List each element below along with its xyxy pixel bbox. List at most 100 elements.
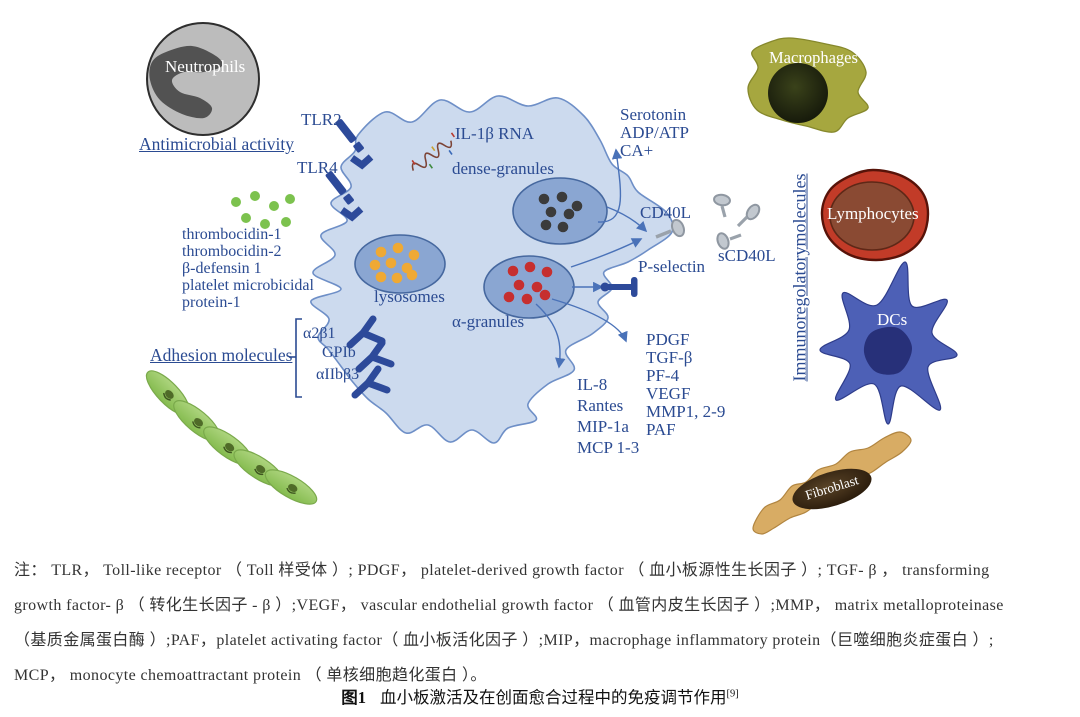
- granule-dot: [269, 201, 279, 211]
- chemokine-item: IL-8: [577, 375, 608, 394]
- granule-dot: [391, 272, 403, 284]
- p-selectin-pin-icon: [600, 277, 638, 297]
- dc-nucleus: [863, 326, 913, 375]
- lymphocytes-label: Lymphocytes: [827, 204, 919, 223]
- scd40l-label: sCD40L: [718, 246, 776, 265]
- macrophage-cell: [747, 37, 869, 133]
- granule-dot: [541, 266, 553, 278]
- granule-dot: [260, 219, 270, 229]
- tlr4-receptor-icon: [325, 171, 364, 222]
- lymphocyte-nucleus: [829, 181, 915, 251]
- note-line: 注： TLR， Toll-like receptor （ Toll 样受体 ）;…: [14, 562, 990, 579]
- adhesion-receptor-icons: [346, 315, 395, 399]
- growth-factor-item: PF-4: [646, 366, 680, 385]
- chemokine-item: MCP 1-3: [577, 438, 640, 457]
- lysosomes-organelle: [354, 234, 446, 294]
- aiibb3-label: αIIbβ3: [316, 366, 360, 383]
- granule-dot: [539, 289, 551, 301]
- growth-factor-item: TGF-β: [646, 348, 693, 367]
- a2b1-label: α2β1: [303, 325, 336, 342]
- granule-dot: [513, 279, 525, 291]
- growth-factor-item: PDGF: [646, 330, 690, 349]
- lysosomes-label: lysosomes: [374, 287, 445, 306]
- neutrophil-nucleus: [149, 45, 223, 119]
- granule-dot: [375, 271, 387, 283]
- granule-dot: [406, 269, 418, 281]
- note-line: MCP， monocyte chemoattractant protein （ …: [14, 667, 487, 684]
- adhesion-bracket: [289, 318, 302, 398]
- release-item: Serotonin: [620, 105, 687, 124]
- tlr2-label: TLR2: [301, 110, 342, 129]
- neutrophil-cell: [146, 22, 260, 136]
- tlr4-label: TLR4: [297, 158, 338, 177]
- macrophage-nucleus: [768, 63, 828, 123]
- granule-dot: [392, 242, 404, 254]
- granule-dot: [521, 293, 533, 305]
- il1b-rna-label: IL-1β RNA: [455, 124, 534, 143]
- neutrophils-label: Neutrophils: [165, 57, 246, 76]
- granule-dot: [408, 249, 420, 261]
- dcs-label: DCs: [877, 310, 908, 329]
- chemokine-item: Rantes: [577, 396, 624, 415]
- fibroblast-cell: [752, 431, 912, 535]
- granule-dot: [507, 265, 519, 277]
- chemokines-list: IL-8 Rantes MIP-1a MCP 1-3: [577, 374, 639, 458]
- granule-dot: [503, 291, 515, 303]
- adhesion-molecules-label: Adhesion molecules: [150, 345, 293, 365]
- fibroblast-nucleus: [792, 468, 872, 510]
- figure-title: 血小板激活及在创面愈合过程中的免疫调节作用: [380, 688, 727, 707]
- note-line: growth factor- β （ 转化生长因子 - β ）;VEGF， va…: [14, 597, 1004, 614]
- granule-dot: [557, 221, 569, 233]
- granule-dot: [375, 246, 387, 258]
- dendritic-cell: [819, 261, 958, 425]
- growth-factor-item: VEGF: [646, 384, 691, 403]
- figure-reference: [9]: [726, 688, 739, 700]
- chemokine-item: MIP-1a: [577, 417, 629, 436]
- granule-dot: [563, 208, 575, 220]
- granule-dot: [538, 193, 550, 205]
- alpha-granules-organelle: [483, 255, 575, 319]
- figure-notes: 注： TLR， Toll-like receptor （ Toll 样受体 ）;…: [14, 556, 1068, 696]
- tlr2-receptor-icon: [335, 119, 374, 170]
- immunoregulatory-molecules-label: Immunoregolatorymolecules: [789, 173, 810, 382]
- diagram-svg: [145, 22, 958, 535]
- growth-factor-item: MMP1, 2-9: [646, 402, 726, 421]
- growth-factor-item: PAF: [646, 420, 676, 439]
- secretion-arrows: [535, 148, 648, 369]
- granule-dot: [385, 257, 397, 269]
- granule-dot: [524, 261, 536, 273]
- figure-number: 图1: [341, 688, 366, 707]
- granule-dot: [250, 191, 260, 201]
- release-item: ADP/ATP: [620, 123, 689, 142]
- p-selectin-label: P-selectin: [638, 257, 706, 276]
- antimicrobial-peptides-list: thrombocidin-1 thrombocidin-2 β-defensin…: [182, 226, 314, 311]
- dense-granules-label: dense-granules: [452, 159, 554, 178]
- antimicrobial-activity-label: Antimicrobial activity: [139, 134, 295, 154]
- peptide-item: β-defensin 1: [182, 260, 262, 277]
- rna-helix-icon: [411, 132, 456, 171]
- figure-caption: 图1 血小板激活及在创面愈合过程中的免疫调节作用[9]: [0, 684, 1080, 708]
- macrophages-label: Macrophages: [769, 48, 858, 67]
- peptide-item: thrombocidin-2: [182, 243, 282, 260]
- peptide-item: platelet microbicidal: [182, 277, 314, 294]
- granule-dot: [281, 217, 291, 227]
- cd40l-pin-icon: [655, 218, 686, 239]
- granule-dot: [231, 197, 241, 207]
- peptide-dots: [231, 191, 295, 229]
- granule-dot: [285, 194, 295, 204]
- dense-granules-organelle: [512, 177, 608, 245]
- alpha-granules-label: α-granules: [452, 312, 525, 331]
- granule-dot: [369, 259, 381, 271]
- granule-dot: [531, 281, 543, 293]
- gpib-label: GPIb: [322, 344, 356, 361]
- dense-release-list: Serotonin ADP/ATP CA+: [620, 106, 689, 160]
- growth-factors-list: PDGF TGF-β PF-4 VEGF MMP1, 2-9 PAF: [646, 331, 725, 439]
- granule-dot: [545, 206, 557, 218]
- cd40l-label: CD40L: [640, 203, 691, 222]
- peptide-item: protein-1: [182, 294, 241, 311]
- note-line: （基质金属蛋白酶 ）;PAF，platelet activating facto…: [14, 632, 994, 649]
- granule-dot: [241, 213, 251, 223]
- granule-dot: [540, 219, 552, 231]
- scd40l-pin-icons: [713, 193, 761, 250]
